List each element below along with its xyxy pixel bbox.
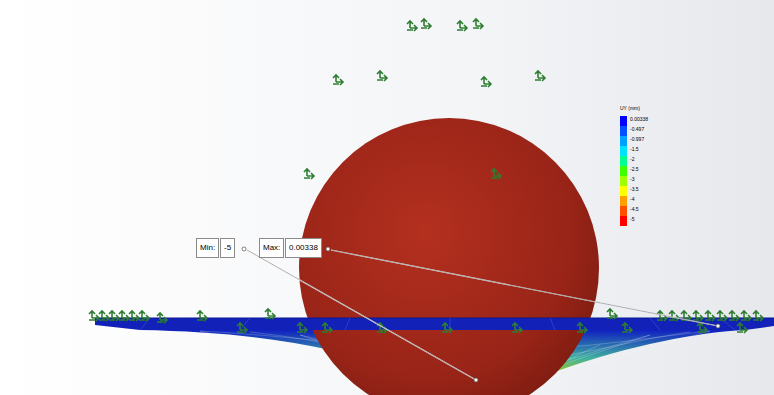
legend-swatch (620, 196, 627, 206)
legend-value: -2 (630, 156, 634, 162)
legend-value: -0.997 (630, 136, 644, 142)
legend-swatch (620, 146, 627, 156)
callout-value: -5 (220, 238, 235, 258)
legend-swatch (620, 186, 627, 196)
legend-swatch (620, 216, 627, 226)
legend-title: UY (mm) (620, 105, 640, 112)
legend-value: -5 (630, 216, 634, 222)
legend-swatch (620, 116, 627, 126)
legend-swatch (620, 136, 627, 146)
legend-swatch (620, 126, 627, 136)
callout-value: 0.00338 (285, 238, 322, 258)
legend-swatch (620, 166, 627, 176)
legend-value: -3 (630, 176, 634, 182)
legend-swatch (620, 206, 627, 216)
callout-label: Max: (259, 238, 284, 258)
legend-value: 0.00338 (630, 116, 648, 122)
legend-value: -4 (630, 196, 634, 202)
legend-swatch (620, 156, 627, 166)
legend-value: -2.5 (630, 166, 639, 172)
legend-swatch (620, 176, 627, 186)
legend-value: -0.497 (630, 126, 644, 132)
callout-label: Min: (196, 238, 219, 258)
legend-value: -1.5 (630, 146, 639, 152)
legend-value: -4.5 (630, 206, 639, 212)
legend-value: -3.5 (630, 186, 639, 192)
